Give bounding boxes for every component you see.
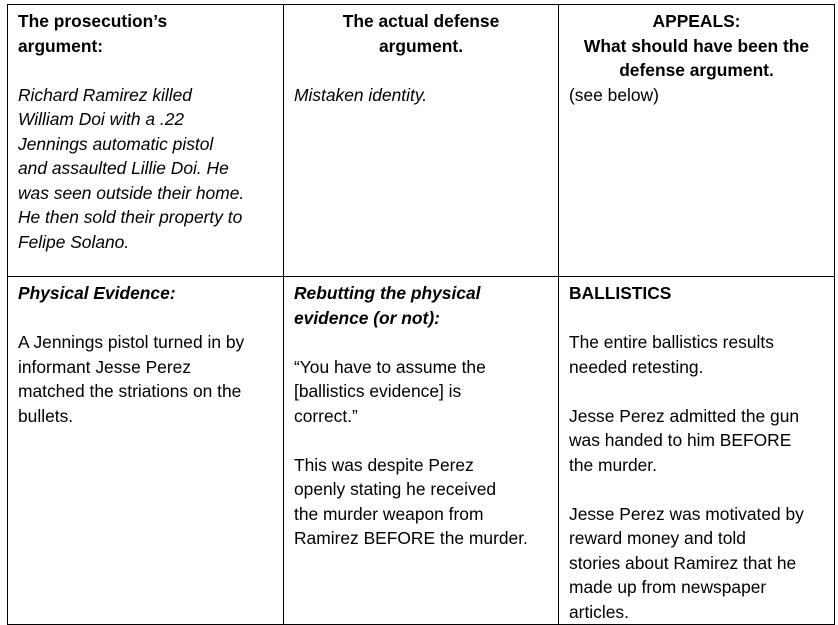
appeals-text: (see below) [569, 84, 659, 105]
ballistics-text-2: Jesse Perez admitted the gun was handed … [569, 405, 800, 475]
appeals-cell: APPEALS: What should have been the defen… [558, 4, 835, 277]
rebuttal-cell: Rebutting the physical evidence (or not)… [283, 276, 559, 625]
ballistics-heading: BALLISTICS [569, 283, 672, 303]
rebuttal-text: This was despite Perez openly stating he… [294, 454, 528, 549]
physical-evidence-text: A Jennings pistol turned in by informant… [18, 332, 245, 426]
physical-evidence-cell: Physical Evidence: A Jennings pistol tur… [7, 276, 284, 625]
actual-defense-heading: The actual defense argument. [342, 11, 500, 56]
prosecution-argument-text: Richard Ramirez killed William Doi with … [18, 84, 245, 252]
ballistics-cell: BALLISTICS The entire ballistics results… [558, 276, 835, 625]
rebuttal-heading: Rebutting the physical evidence (or not)… [294, 283, 481, 328]
prosecution-argument-cell: The prosecution’s argument: Richard Rami… [7, 4, 284, 277]
comparison-table: The prosecution’s argument: Richard Rami… [7, 4, 835, 625]
prosecution-heading: The prosecution’s argument: [18, 11, 168, 56]
rebuttal-quote: “You have to assume the [ballistics evid… [294, 356, 486, 426]
ballistics-text-3: Jesse Perez was motivated by reward mone… [569, 503, 804, 622]
actual-defense-cell: The actual defense argument. Mistaken id… [283, 4, 559, 277]
table-row: The prosecution’s argument: Richard Rami… [7, 4, 835, 277]
ballistics-text-1: The entire ballistics results needed ret… [569, 332, 774, 377]
table-row: Physical Evidence: A Jennings pistol tur… [7, 276, 835, 625]
actual-defense-text: Mistaken identity. [294, 84, 428, 105]
physical-evidence-heading: Physical Evidence: [18, 283, 176, 303]
appeals-heading: APPEALS: What should have been the defen… [583, 11, 810, 80]
